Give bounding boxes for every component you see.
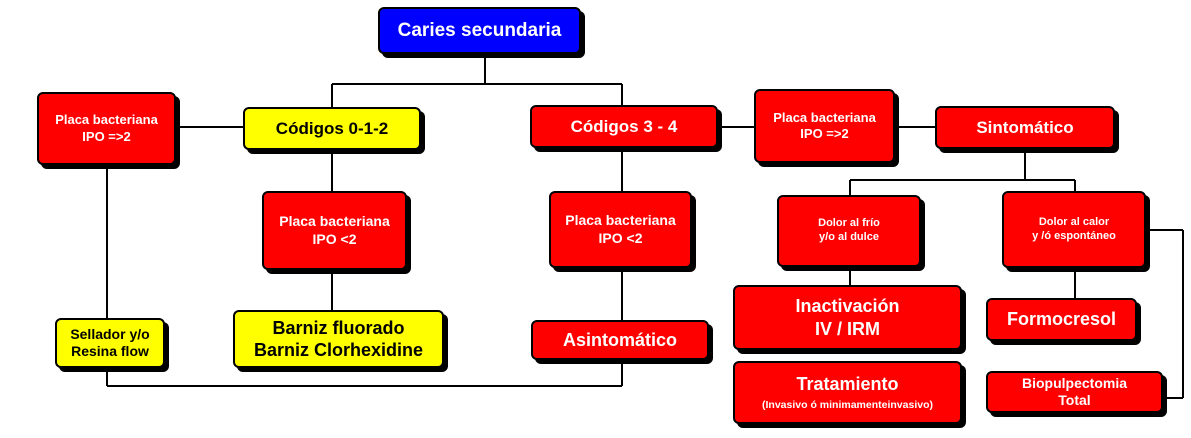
inactivacion-line1: Inactivación <box>795 296 900 316</box>
placa-left-line2: IPO =>2 <box>82 128 131 144</box>
tratamiento-line2: (Invasivo ó minimamenteinvasivo) <box>762 399 933 412</box>
biopulpectomia-line1: Biopulpectomia <box>1021 374 1127 391</box>
sellador-node: Sellador y/o Resina flow <box>55 318 165 368</box>
formocresol-label: Formocresol <box>1006 309 1117 330</box>
placa-bacteriana-34-low-node: Placa bacteriana IPO <2 <box>549 191 692 268</box>
codigos-34-label: Códigos 3 - 4 <box>570 116 678 136</box>
sellador-line1: Sellador y/o <box>70 325 150 342</box>
dolor-calor-node: Dolor al calor y /ó espontáneo <box>1002 191 1146 268</box>
sintomatico-node: Sintomático <box>935 106 1115 149</box>
placa-bacteriana-left-node: Placa bacteriana IPO =>2 <box>37 92 176 165</box>
barniz-line1: Barniz fluorado <box>272 317 405 338</box>
placa-bacteriana-right-node: Placa bacteriana IPO =>2 <box>754 89 895 163</box>
biopulpectomia-node: Biopulpectomia Total <box>986 371 1163 413</box>
asintomatico-label: Asintomático <box>562 329 677 350</box>
placa-34-low-line1: Placa bacteriana <box>565 212 676 228</box>
placa-right-line2: IPO =>2 <box>800 126 849 141</box>
codigos-012-node: Códigos 0-1-2 <box>243 107 421 150</box>
dolor-frio-node: Dolor al frío y/o al dulce <box>777 195 921 267</box>
placa-34-low-line2: IPO <2 <box>598 229 643 246</box>
barniz-line2: Barniz Clorhexidine <box>253 340 424 360</box>
placa-left-line1: Placa bacteriana <box>55 112 158 128</box>
inactivacion-node: Inactivación IV / IRM <box>733 285 962 350</box>
sintomatico-label: Sintomático <box>976 117 1074 137</box>
tratamiento-line1: Tratamiento <box>796 373 899 394</box>
root-node: Caries secundaria <box>378 7 581 54</box>
inactivacion-line2: IV / IRM <box>814 318 880 339</box>
dolor-calor-line2: y /ó espontáneo <box>1032 229 1116 242</box>
placa-right-line1: Placa bacteriana <box>773 109 876 125</box>
biopulpectomia-line2: Total <box>1058 392 1091 408</box>
asintomatico-node: Asintomático <box>531 320 709 360</box>
root-label: Caries secundaria <box>397 19 562 41</box>
dolor-frio-line2: y/o al dulce <box>819 231 879 243</box>
barniz-node: Barniz fluorado Barniz Clorhexidine <box>233 310 444 368</box>
sellador-line2: Resina flow <box>71 343 149 359</box>
codigos-34-node: Códigos 3 - 4 <box>530 105 718 148</box>
dolor-calor-line1: Dolor al calor <box>1038 215 1110 228</box>
tratamiento-node: Tratamiento (Invasivo ó minimamenteinvas… <box>733 361 962 424</box>
formocresol-node: Formocresol <box>986 298 1137 341</box>
dolor-frio-line1: Dolor al frío <box>818 217 880 230</box>
placa-bacteriana-012-low-node: Placa bacteriana IPO <2 <box>262 191 407 270</box>
placa-012-low-line1: Placa bacteriana <box>279 213 390 229</box>
placa-012-low-line2: IPO <2 <box>312 230 357 247</box>
codigos-012-label: Códigos 0-1-2 <box>275 118 389 138</box>
